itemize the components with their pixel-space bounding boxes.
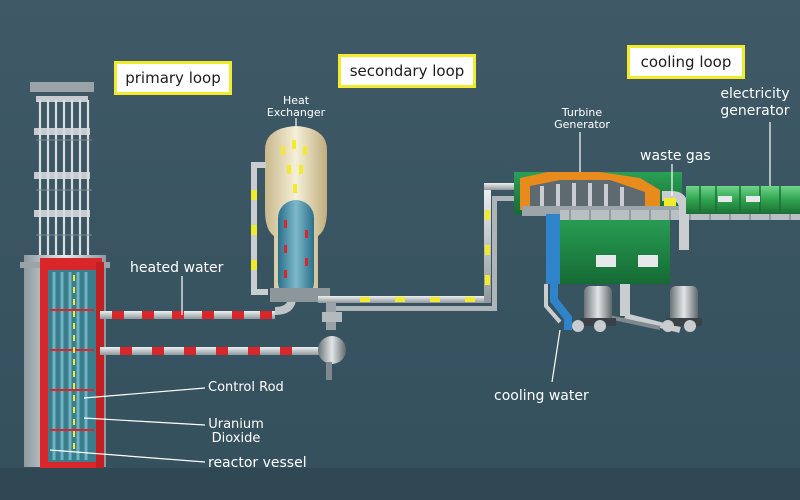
cooling-water-label: cooling water: [494, 388, 589, 404]
heat-exchanger-label: Heat Exchanger: [254, 95, 338, 119]
turbine-generator-label: Turbine Generator: [544, 107, 620, 131]
heat-exchanger-label-line2: Exchanger: [266, 106, 326, 119]
cooling-pump-right: [662, 286, 702, 332]
floor-band: [0, 468, 800, 500]
primary-pipes: [100, 292, 320, 355]
electricity-generator: [686, 186, 800, 214]
reactor-top-cap: [30, 82, 94, 92]
primary-loop-label: primary loop: [114, 61, 232, 95]
secondary-pipes: [318, 183, 524, 311]
cooling-loop-label: cooling loop: [627, 45, 745, 79]
uranium-dioxide-label: Uranium Dioxide: [208, 418, 264, 446]
electricity-generator-label-line2: generator: [720, 103, 790, 119]
control-rod-label: Control Rod: [208, 380, 284, 395]
electricity-generator-label: electricity generator: [712, 86, 798, 120]
turbine-generator: [514, 172, 800, 284]
condenser: [546, 214, 670, 284]
turbine-generator-label-line2: Generator: [554, 118, 610, 131]
uranium-dioxide-label-line2: Dioxide: [211, 431, 261, 446]
reactor-vessel-label: reactor vessel: [208, 455, 307, 471]
cooling-pump-left: [572, 286, 616, 332]
uranium-dioxide-label-line1: Uranium: [208, 417, 264, 432]
turbine-generator-label-line1: Turbine: [561, 106, 603, 119]
reactor-tower: [20, 82, 110, 468]
cooling-system: [544, 284, 702, 333]
electricity-generator-label-line1: electricity: [720, 86, 790, 102]
leader-lines: [49, 118, 771, 463]
heated-water-label: heated water: [130, 260, 224, 276]
waste-gas-label: waste gas: [640, 148, 711, 164]
secondary-loop-label: secondary loop: [338, 54, 476, 88]
heat-exchanger: [251, 126, 346, 380]
heat-exchanger-label-line1: Heat: [282, 94, 310, 107]
primary-pump: [318, 336, 346, 364]
